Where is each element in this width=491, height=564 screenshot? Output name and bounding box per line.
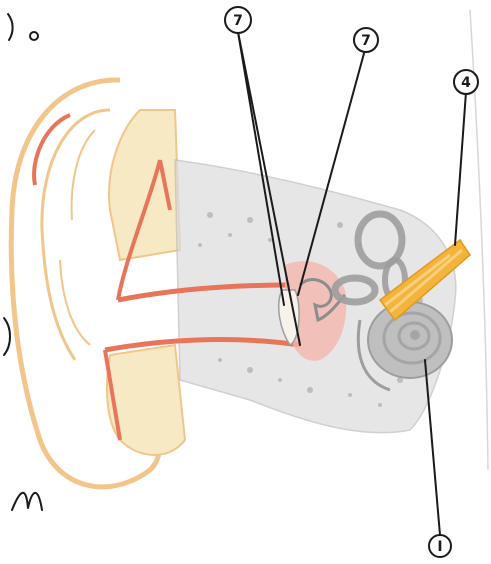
marker-7-right: 7: [354, 28, 378, 52]
handwritten-dot: [30, 32, 38, 40]
auricle-inner-fold: [42, 110, 110, 360]
marker-7-left-label: 7: [233, 13, 243, 29]
marker-7-right-label: 7: [361, 33, 371, 49]
marker-i-label: I: [437, 539, 442, 555]
handwritten-scribble-bottom-left: [12, 493, 42, 510]
marker-top-right: 4: [454, 70, 478, 94]
marker-top-right-label: 4: [461, 75, 471, 91]
cartilage-region: [109, 110, 180, 260]
auricle-red-rim: [34, 115, 70, 185]
marker-7-left: 7: [225, 7, 251, 33]
handwritten-mark-left-edge: [4, 318, 10, 355]
leader-line-marker-top-right: [455, 92, 466, 245]
marker-i: I: [429, 535, 451, 557]
handwritten-mark-top-left: [8, 14, 13, 40]
auricle-helix: [60, 130, 95, 345]
